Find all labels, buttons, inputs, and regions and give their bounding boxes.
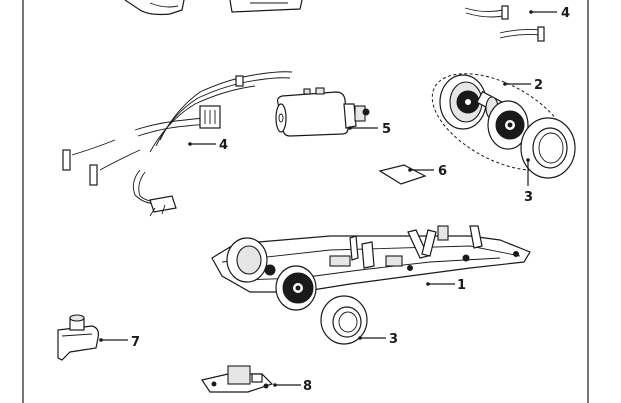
guide-assembly bbox=[57, 314, 128, 361]
wiring-harness bbox=[62, 71, 293, 217]
callout-label-3-bottom-tyre: 3 bbox=[389, 332, 398, 347]
callout-label-7: 7 bbox=[131, 335, 140, 350]
motor bbox=[275, 87, 378, 137]
rear-axle-assembly bbox=[431, 73, 576, 186]
wire-connector-set-top bbox=[464, 5, 557, 42]
callout-label-8: 8 bbox=[303, 379, 312, 394]
callout-label-5: 5 bbox=[382, 122, 391, 137]
callout-label-2: 2 bbox=[534, 78, 543, 93]
top-cutoff-body-part bbox=[124, 0, 185, 16]
bottom-plate-assembly bbox=[201, 365, 301, 393]
top-cutoff-plate-part bbox=[229, 0, 303, 13]
flat-plate bbox=[378, 164, 434, 185]
callout-label-4-top: 4 bbox=[561, 6, 570, 21]
chassis bbox=[211, 225, 531, 311]
callout-label-1: 1 bbox=[457, 278, 466, 293]
callout-label-4-harness: 4 bbox=[219, 138, 228, 153]
callout-label-6: 6 bbox=[438, 164, 447, 179]
tyre-bottom bbox=[320, 295, 386, 345]
callout-label-3-rear-tyre: 3 bbox=[524, 190, 533, 205]
